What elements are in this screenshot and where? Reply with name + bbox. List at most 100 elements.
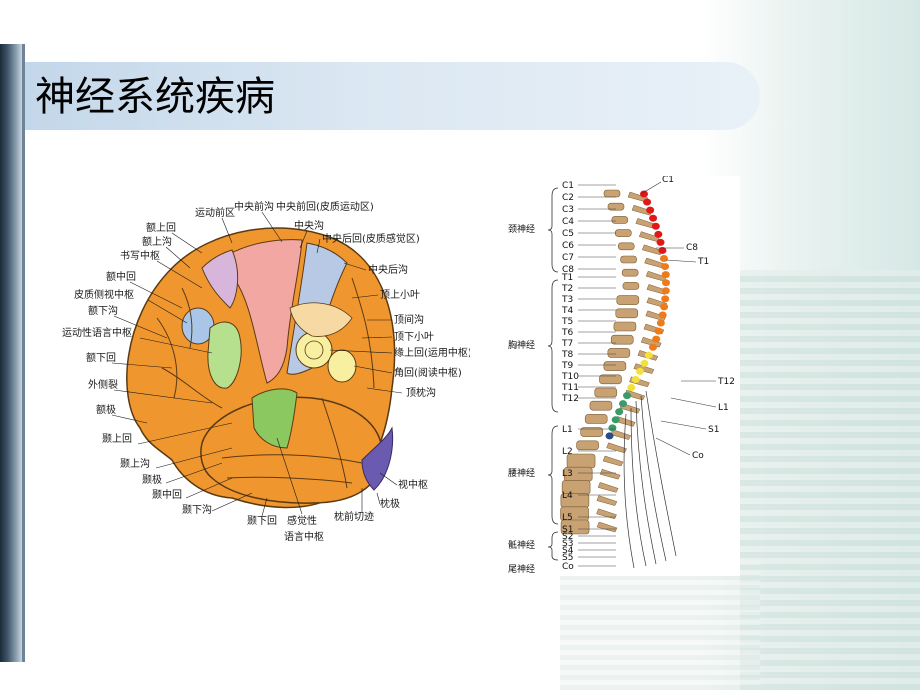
cord-segment <box>648 343 657 351</box>
vertebra-process <box>633 363 655 374</box>
label-niexiagou: 颞下沟 <box>182 503 212 516</box>
vertebra-body <box>610 334 634 345</box>
cord-segment <box>623 392 632 400</box>
label-ganjuexing: 感觉性 <box>287 514 317 527</box>
label-nieji: 颞极 <box>142 473 162 486</box>
region-sacral: 骶神经 <box>508 539 535 551</box>
vertebra-body <box>615 308 639 319</box>
label-zhenji: 枕极 <box>380 497 400 510</box>
cord-segment <box>654 230 663 238</box>
cord-segment <box>619 400 628 408</box>
cord-segment <box>656 319 665 327</box>
cord-segment <box>643 198 652 206</box>
sensory-speech-area <box>251 388 298 449</box>
vertebra-process <box>641 244 663 256</box>
label-niezhonghui: 颞中回 <box>152 488 182 501</box>
vertebra-body <box>622 282 640 290</box>
label-ezhonghui: 额中回 <box>106 270 136 283</box>
vertebra-body <box>584 414 608 424</box>
label-nieshanghui: 颞上回 <box>102 433 132 445</box>
label-eshanghui: 额上回 <box>146 221 176 234</box>
label-eshanggou: 额上沟 <box>142 235 172 248</box>
cord-segment <box>627 384 636 392</box>
vertebra-process <box>646 284 668 295</box>
vertebra-body <box>611 216 629 224</box>
spine-label-c1: C1 <box>562 181 574 191</box>
cord-segment <box>640 359 649 367</box>
label-dingshangxiaoye: 顶上小叶 <box>380 289 420 301</box>
vertebra-body <box>599 374 622 385</box>
title-band <box>25 62 760 130</box>
background-building-low <box>560 560 760 690</box>
spine-label-t4: T4 <box>561 306 573 316</box>
left-accent-line <box>22 44 25 662</box>
label-zhongyanghougou: 中央后沟 <box>368 263 408 276</box>
cord-segment <box>661 287 670 295</box>
spine-label-s5: S5 <box>562 553 573 563</box>
right-label-c8: C8 <box>686 243 698 253</box>
motor-speech-area <box>207 321 242 389</box>
label-dingxiaxiaoye: 顶下小叶 <box>394 331 434 343</box>
vertebra-process <box>599 468 621 480</box>
spine-label-c7: C7 <box>562 253 574 263</box>
precentral-region <box>221 239 303 384</box>
spine-label-c3: C3 <box>562 205 574 215</box>
label-zhongyangqianhui: 中央前回(皮质运动区) <box>276 200 374 213</box>
visual-center <box>361 426 394 491</box>
cord-segment <box>649 214 658 222</box>
spine-label-l5: L5 <box>562 513 573 523</box>
vertebra-body <box>607 202 625 211</box>
spine-label-t2: T2 <box>561 284 573 294</box>
cord-segment <box>658 246 667 254</box>
cord-segment <box>661 271 670 279</box>
spine-label-c5: C5 <box>562 229 574 239</box>
cord-segment <box>661 295 670 303</box>
region-lumbar: 腰神经 <box>508 467 535 479</box>
vertebra-process <box>602 455 624 467</box>
label-exiahui: 额下回 <box>86 351 116 364</box>
spine-label-t8: T8 <box>561 350 573 360</box>
cord-segment <box>659 255 668 263</box>
cord-segment <box>631 375 640 383</box>
label-dingjiangou: 顶间沟 <box>394 313 424 326</box>
spine-label-s3: S3 <box>562 539 573 549</box>
cord-segment <box>658 311 667 319</box>
spine-label-s4: S4 <box>562 546 574 556</box>
region-coccyx: 尾神经 <box>508 563 535 575</box>
vertebra-body <box>594 387 618 398</box>
vertebra-body <box>560 519 590 535</box>
label-jiaohui: 角回(阅读中枢) <box>394 366 462 379</box>
spine-label-t5: T5 <box>561 317 573 327</box>
label-dingzhengou: 顶枕沟 <box>406 386 436 399</box>
spine-label-c6: C6 <box>562 241 574 251</box>
vertebra-process <box>631 204 653 216</box>
cord-segment <box>646 206 655 214</box>
right-label-t12: T12 <box>717 377 735 387</box>
spine-label-s2: S2 <box>562 532 573 542</box>
cord-segment <box>636 367 645 375</box>
cord-segment <box>656 238 665 246</box>
label-yuyanzhongshu: 语言中枢 <box>284 530 324 543</box>
vertebra-body <box>580 427 603 437</box>
vertebra-body <box>589 400 613 411</box>
right-label-t1: T1 <box>697 257 709 267</box>
supramarginal-gyrus <box>295 331 333 369</box>
label-yundongxingyuyanzhongshu: 运动性语言中枢 <box>62 326 132 339</box>
cord-segment <box>608 424 617 432</box>
vertebra-body <box>603 361 627 371</box>
cord-segment <box>605 432 614 440</box>
spine-label-s1: S1 <box>562 525 573 535</box>
vertebra-body <box>614 229 632 237</box>
vertebra-body <box>621 268 639 277</box>
label-yundongqianqu: 运动前区 <box>195 206 235 219</box>
spine-label-t3: T3 <box>561 295 573 305</box>
right-label-c1: C1 <box>662 176 674 185</box>
spine-label-t1: T1 <box>561 273 573 283</box>
vertebra-process <box>596 521 618 533</box>
right-label-s1: S1 <box>708 425 719 435</box>
spine-label-t9: T9 <box>561 361 573 371</box>
label-zhongyangqiangou: 中央前沟 <box>234 200 274 213</box>
premotor-region <box>201 249 239 309</box>
label-exiagou: 额下沟 <box>88 304 118 317</box>
